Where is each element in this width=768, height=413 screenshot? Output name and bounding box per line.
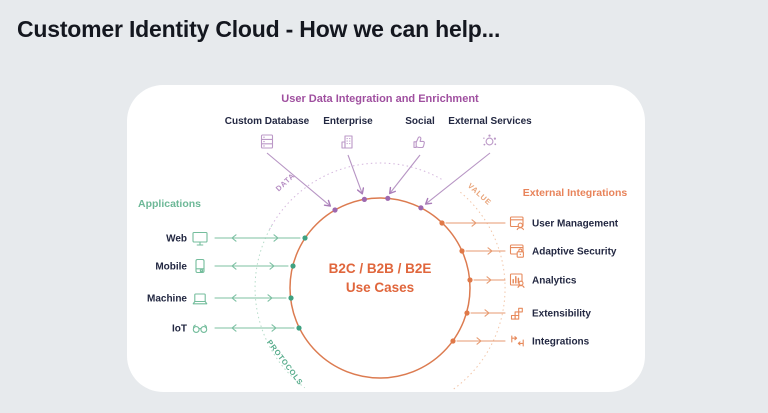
thumbs-up-icon: [413, 136, 425, 149]
right-connector-lines: [445, 219, 506, 345]
top-item-label: Enterprise: [323, 116, 373, 127]
identity-cloud-diagram: DATA VALUE PROTOCOLS B2C / B2B / B2E Use…: [138, 93, 628, 391]
top-item-label: Custom Database: [225, 116, 310, 127]
left-item-label: Web: [166, 234, 187, 245]
left-connector-lines: [214, 234, 301, 332]
top-item-label: External Services: [448, 116, 532, 127]
blocks-icon: [510, 307, 523, 320]
left-item-label: Mobile: [155, 262, 187, 273]
left-connector-dots: [288, 235, 308, 331]
data-arc: [269, 162, 443, 230]
building-icon: [341, 135, 353, 149]
protocols-arc-label: PROTOCOLS: [265, 338, 305, 387]
right-item-label: Integrations: [532, 337, 590, 348]
diagram-card: DATA VALUE PROTOCOLS B2C / B2B / B2E Use…: [127, 85, 645, 392]
smartphone-icon: [195, 258, 205, 274]
arrows-icon: [511, 335, 524, 347]
right-item-label: Adaptive Security: [532, 247, 617, 258]
analytics-icon: [509, 273, 525, 288]
security-lock-icon: [509, 244, 524, 258]
top-section-header: User Data Integration and Enrichment: [281, 93, 479, 105]
value-arc: [451, 191, 506, 391]
monitor-icon: [192, 231, 208, 246]
right-section-header: External Integrations: [523, 187, 628, 199]
top-connector-dots: [332, 195, 424, 213]
right-item-label: Extensibility: [532, 309, 591, 320]
top-item-label: Social: [405, 116, 435, 127]
top-connector-lines: [266, 152, 491, 207]
value-arc-label: VALUE: [466, 181, 493, 207]
protocols-arc: [254, 225, 306, 389]
laptop-icon: [192, 293, 208, 305]
right-item-label: Analytics: [532, 276, 577, 287]
left-item-label: Machine: [147, 294, 187, 305]
center-line1: B2C / B2B / B2E: [329, 261, 432, 276]
left-section-header: Applications: [138, 198, 201, 210]
use-cases-circle: [289, 197, 471, 379]
right-connector-dots: [439, 220, 473, 344]
center-line2: Use Cases: [346, 280, 414, 295]
database-icon: [260, 134, 274, 149]
left-item-label: IoT: [172, 324, 187, 335]
services-icon: [483, 134, 497, 146]
glasses-icon: [192, 324, 208, 333]
page-title: Customer Identity Cloud - How we can hel…: [17, 16, 501, 42]
right-item-label: User Management: [532, 219, 619, 230]
user-window-icon: [509, 216, 524, 231]
